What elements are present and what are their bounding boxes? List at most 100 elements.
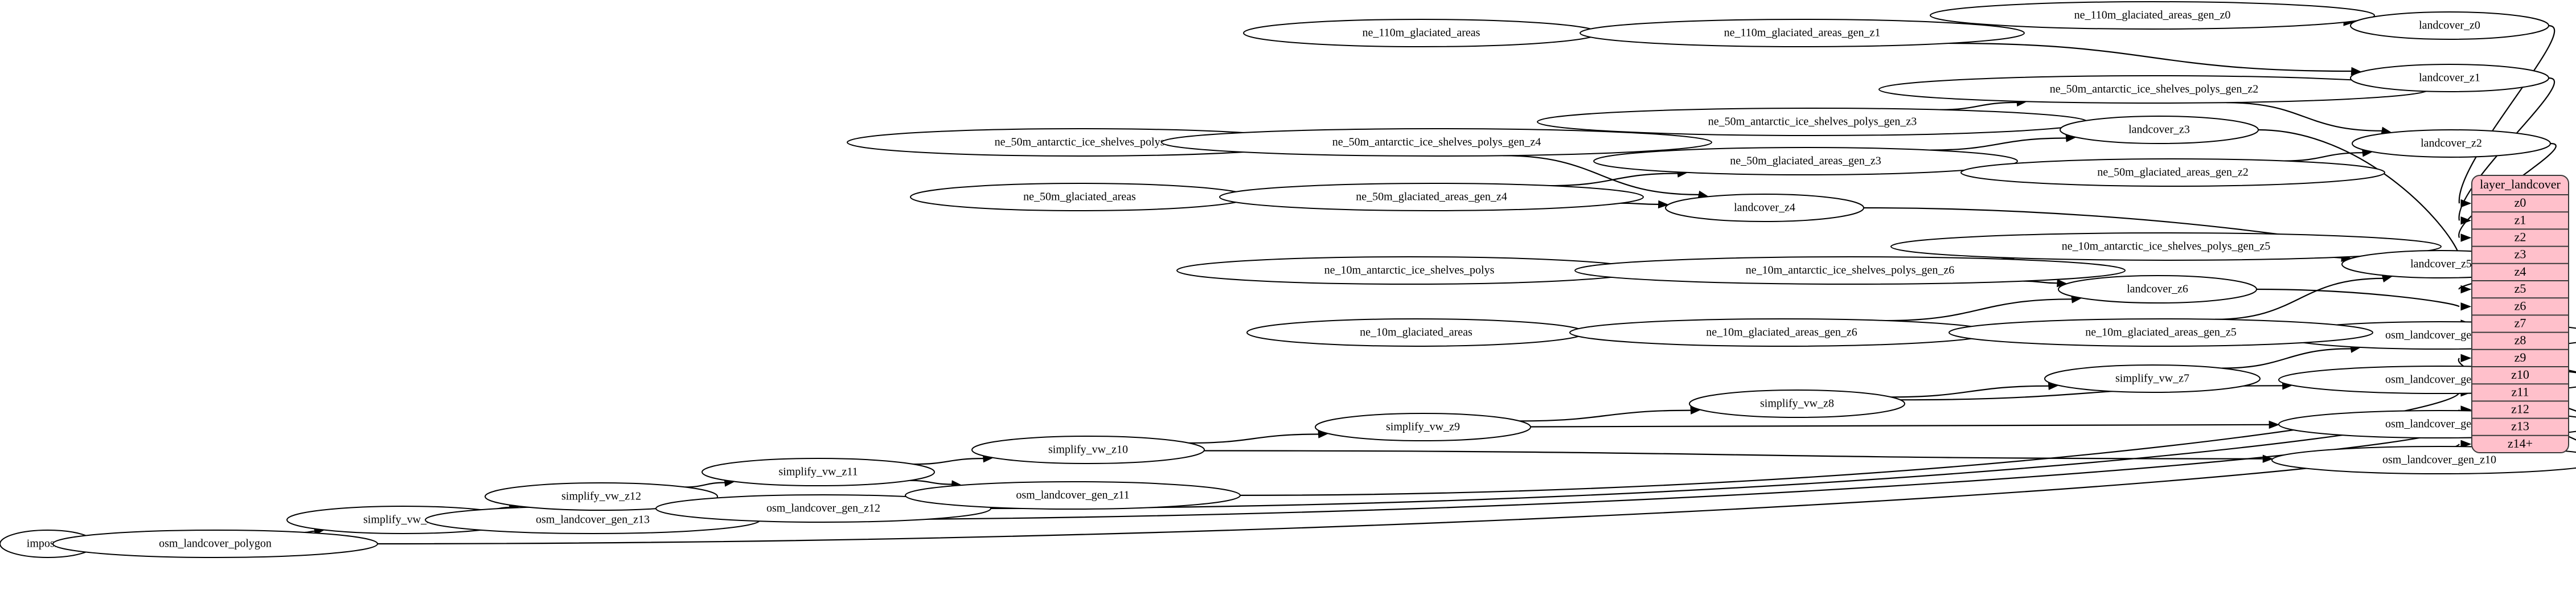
graph-node-ne_50m_glaciated_areas_gen_z2[interactable]: ne_50m_glaciated_areas_gen_z2 [1960,158,2385,187]
node-label: ne_10m_antarctic_ice_shelves_polys_gen_z… [1746,264,1955,277]
graph-node-simplify_vw_z10[interactable]: simplify_vw_z10 [971,436,1205,464]
graph-node-landcover_z0[interactable]: landcover_z0 [2350,11,2549,40]
node-ellipse [702,458,935,486]
node-label: ne_10m_glaciated_areas_gen_z6 [1706,326,1857,339]
node-ellipse [485,482,718,511]
node-label: ne_10m_glaciated_areas_gen_z5 [2085,326,2236,339]
table-row-label: z8 [2515,333,2526,347]
table-row-z5[interactable]: z5 [2515,281,2526,296]
table-row-z8[interactable]: z8 [2515,333,2526,347]
node-label: ne_50m_antarctic_ice_shelves_polys_gen_z… [1708,116,1917,128]
graph-node-landcover_z1[interactable]: landcover_z1 [2350,64,2549,92]
table-row-z1[interactable]: z1 [2515,212,2526,227]
node-label: osm_landcover_gen_z8 [2385,374,2493,386]
node-ellipse [2058,275,2257,304]
edge-simplify_vw_z10-to-osm_landcover_gen_z10 [1204,450,2263,460]
node-label: landcover_z3 [2128,124,2190,136]
table-row-z0[interactable]: z0 [2515,195,2526,210]
table-row-label: z2 [2515,230,2526,244]
table-row-label: z6 [2515,298,2526,313]
node-ellipse [1930,1,2375,30]
table-row-z9[interactable]: z9 [2515,350,2526,364]
graph-node-simplify_vw_z9[interactable]: simplify_vw_z9 [1315,413,1531,441]
table-row-label: z4 [2515,264,2526,278]
graph-node-ne_50m_glaciated_areas_gen_z3[interactable]: ne_50m_glaciated_areas_gen_z3 [1593,147,2018,175]
node-ellipse [905,481,1241,510]
node-ellipse [1574,256,2126,285]
graph-node-simplify_vw_z12[interactable]: simplify_vw_z12 [485,482,718,511]
graph-node-simplify_vw_z7[interactable]: simplify_vw_z7 [2044,364,2261,393]
node-ellipse [2044,364,2261,393]
node-ellipse [1949,318,2373,347]
table-row-z11[interactable]: z11 [2512,384,2529,399]
graph-node-ne_10m_antarctic_ice_shelves_polys_gen_z6[interactable]: ne_10m_antarctic_ice_shelves_polys_gen_z… [1574,256,2126,285]
edge-arrowhead [2460,233,2472,242]
graph-node-ne_10m_glaciated_areas_gen_z5[interactable]: ne_10m_glaciated_areas_gen_z5 [1949,318,2373,347]
node-label: ne_50m_antarctic_ice_shelves_polys_gen_z… [1332,136,1541,149]
node-label: osm_landcover_gen_z12 [766,502,880,515]
graph-node-landcover_z4[interactable]: landcover_z4 [1665,194,1864,222]
graph-node-ne_10m_glaciated_areas_gen_z6[interactable]: ne_10m_glaciated_areas_gen_z6 [1569,318,1994,347]
node-label: ne_110m_glaciated_areas_gen_z1 [1724,27,1881,39]
graph-node-osm_landcover_gen_z10[interactable]: osm_landcover_gen_z10 [2271,446,2576,474]
node-label: ne_50m_antarctic_ice_shelves_polys [995,136,1165,149]
graph-node-ne_10m_glaciated_areas[interactable]: ne_10m_glaciated_areas [1246,318,1586,347]
graph-node-simplify_vw_z8[interactable]: simplify_vw_z8 [1689,389,1905,418]
edge-simplify_vw_z12-to-simplify_vw_z11 [685,482,725,488]
table-row-z12[interactable]: z12 [2511,402,2529,416]
node-label: landcover_z2 [2421,137,2482,150]
graph-node-landcover_z6[interactable]: landcover_z6 [2058,275,2257,304]
table-row-z2[interactable]: z2 [2515,230,2526,244]
edge-simplify_vw_z9-to-osm_landcover_gen_z9 [1530,424,2270,428]
table-row-z3[interactable]: z3 [2515,247,2526,261]
node-ellipse [2271,446,2576,474]
node-ellipse [2352,129,2551,158]
table-row-label: z1 [2515,212,2526,227]
graph-node-ne_110m_glaciated_areas[interactable]: ne_110m_glaciated_areas [1243,19,1599,47]
graph-node-osm_landcover_gen_z11[interactable]: osm_landcover_gen_z11 [905,481,1241,510]
edge-landcover_z3-to-table-z3 [2258,129,2460,256]
node-label: ne_10m_antarctic_ice_shelves_polys [1324,264,1495,277]
node-ellipse [2060,116,2259,144]
node-label: ne_50m_glaciated_areas_gen_z3 [1730,155,1881,167]
table-row-label: z14+ [2508,436,2533,450]
node-label: osm_landcover_gen_z9 [2385,418,2493,430]
table-row-z6[interactable]: z6 [2515,298,2526,313]
graph-node-landcover_z2[interactable]: landcover_z2 [2352,129,2551,158]
node-label: osm_landcover_gen_z13 [536,514,650,526]
table-row-z14+[interactable]: z14+ [2508,436,2533,450]
table-row-z13[interactable]: z13 [2511,419,2529,433]
node-label: osm_landcover_gen_z7 [2385,329,2493,342]
table-row-label: z5 [2515,281,2526,296]
graph-node-ne_50m_antarctic_ice_shelves_polys_gen_z4[interactable]: ne_50m_antarctic_ice_shelves_polys_gen_z… [1161,128,1712,157]
graph-node-osm_landcover_gen_z12[interactable]: osm_landcover_gen_z12 [655,494,991,523]
graph-node-ne_110m_glaciated_areas_gen_z1[interactable]: ne_110m_glaciated_areas_gen_z1 [1580,19,2025,47]
edge-arrowhead [2460,302,2472,311]
table-row-label: z13 [2511,419,2529,433]
node-ellipse [1219,183,1644,211]
graph-node-ne_10m_antarctic_ice_shelves_polys[interactable]: ne_10m_antarctic_ice_shelves_polys [1176,256,1642,285]
graph-node-ne_50m_antarctic_ice_shelves_polys_gen_z3[interactable]: ne_50m_antarctic_ice_shelves_polys_gen_z… [1537,108,2088,136]
graph-node-ne_50m_glaciated_areas_gen_z4[interactable]: ne_50m_glaciated_areas_gen_z4 [1219,183,1644,211]
node-ellipse [971,436,1205,464]
graph-node-osm_landcover_polygon[interactable]: osm_landcover_polygon [52,530,378,558]
graph-node-ne_10m_antarctic_ice_shelves_polys_gen_z5[interactable]: ne_10m_antarctic_ice_shelves_polys_gen_z… [1890,232,2442,261]
table-row-z7[interactable]: z7 [2515,316,2526,330]
node-label: landcover_z4 [1734,202,1795,214]
edge-arrowhead [2269,420,2280,429]
edge-ne_110m_glaciated_areas_gen_z1-to-landcover_z1 [1949,42,2352,72]
graph-node-ne_110m_glaciated_areas_gen_z0[interactable]: ne_110m_glaciated_areas_gen_z0 [1930,1,2375,30]
edge-ne_10m_glaciated_areas_gen_z5-to-landcover_z5 [2215,277,2383,320]
graph-node-simplify_vw_z11[interactable]: simplify_vw_z11 [702,458,935,486]
graph-node-ne_50m_antarctic_ice_shelves_polys_gen_z2[interactable]: ne_50m_antarctic_ice_shelves_polys_gen_z… [1878,75,2430,104]
edge-simplify_vw_z8-to-simplify_vw_z7 [1891,385,2049,398]
edge-osm_landcover_gen_z13-to-table-z13 [760,427,2460,521]
graph-node-ne_50m_glaciated_areas[interactable]: ne_50m_glaciated_areas [910,183,1249,211]
node-ellipse [1665,194,1864,222]
edge-simplify_vw_z7-to-osm_landcover_gen_z7 [2221,348,2351,369]
table-row-z10[interactable]: z10 [2511,367,2529,382]
graph-node-landcover_z3[interactable]: landcover_z3 [2060,116,2259,144]
table-row-z4[interactable]: z4 [2515,264,2526,278]
